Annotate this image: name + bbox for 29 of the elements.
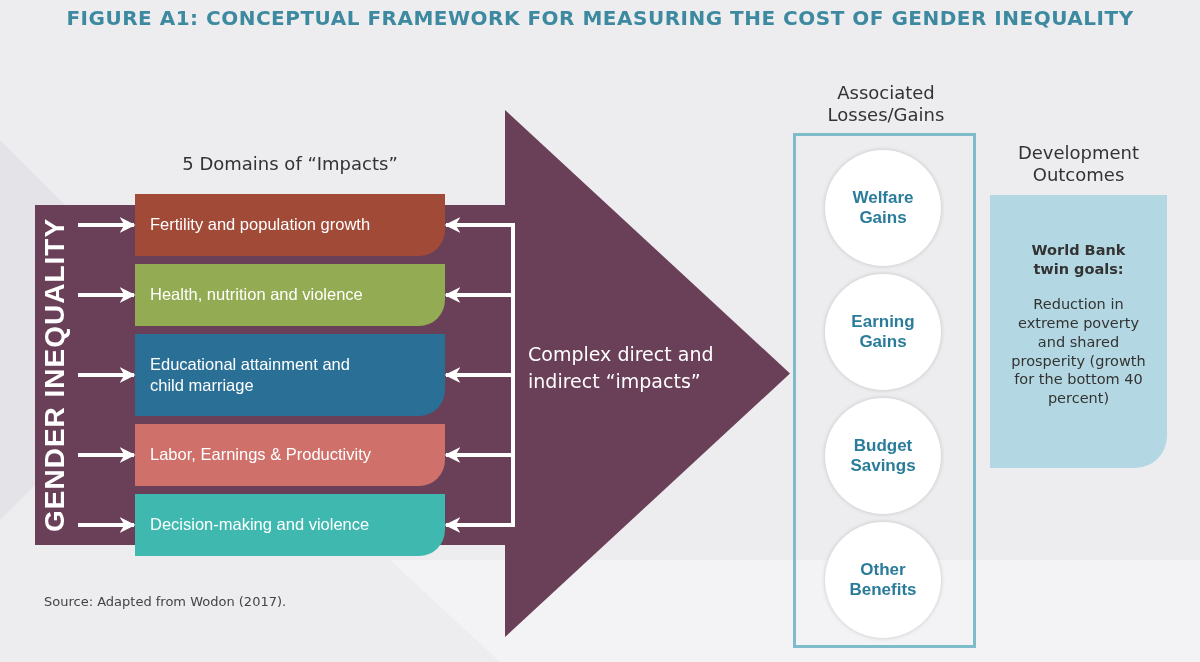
arrow (78, 217, 136, 233)
goal-heading: World Bank twin goals: (1030, 241, 1127, 279)
benefit-label: Welfare Gains (851, 188, 915, 228)
arrow (78, 517, 136, 533)
benefit-label: Earning Gains (850, 312, 916, 352)
arrow (444, 287, 515, 369)
domain-label: Labor, Earnings & Productivity (150, 444, 372, 466)
domain-label: Decision-making and violence (150, 514, 370, 536)
arrow (78, 447, 136, 463)
goal-text: Reduction in extreme poverty and shared prosperity (growth for the bottom 40 percent) (1010, 295, 1147, 409)
arrow-label: Complex direct and indirect “impacts” (528, 342, 715, 394)
domain-label: Educational attainment and child marriage (150, 353, 351, 396)
section-heading: 5 Domains of “Impacts” (181, 153, 399, 174)
domain-box (135, 424, 445, 486)
benefit-label: Other Benefits (848, 560, 918, 600)
arrow (444, 368, 515, 533)
figure-title: FIGURE A1: CONCEPTUAL FRAMEWORK FOR MEASURING THE COST OF GENDER INEQUALITY (65, 6, 1135, 30)
outcome-heading: Development Outcomes (1016, 142, 1141, 186)
domain-label: Health, nutrition and violence (150, 284, 363, 306)
arrow (78, 287, 136, 303)
domain-box (135, 334, 445, 416)
source-note: Source: Adapted from Wodon (2017). (44, 594, 288, 609)
panel-heading: Associated Losses/Gains (826, 82, 946, 126)
benefit-label: Budget Savings (849, 436, 917, 476)
domain-box (135, 264, 445, 326)
domain-box (135, 194, 445, 256)
domain-box (135, 494, 445, 556)
arrow (78, 367, 136, 383)
domain-label: Fertility and population growth (150, 214, 371, 236)
